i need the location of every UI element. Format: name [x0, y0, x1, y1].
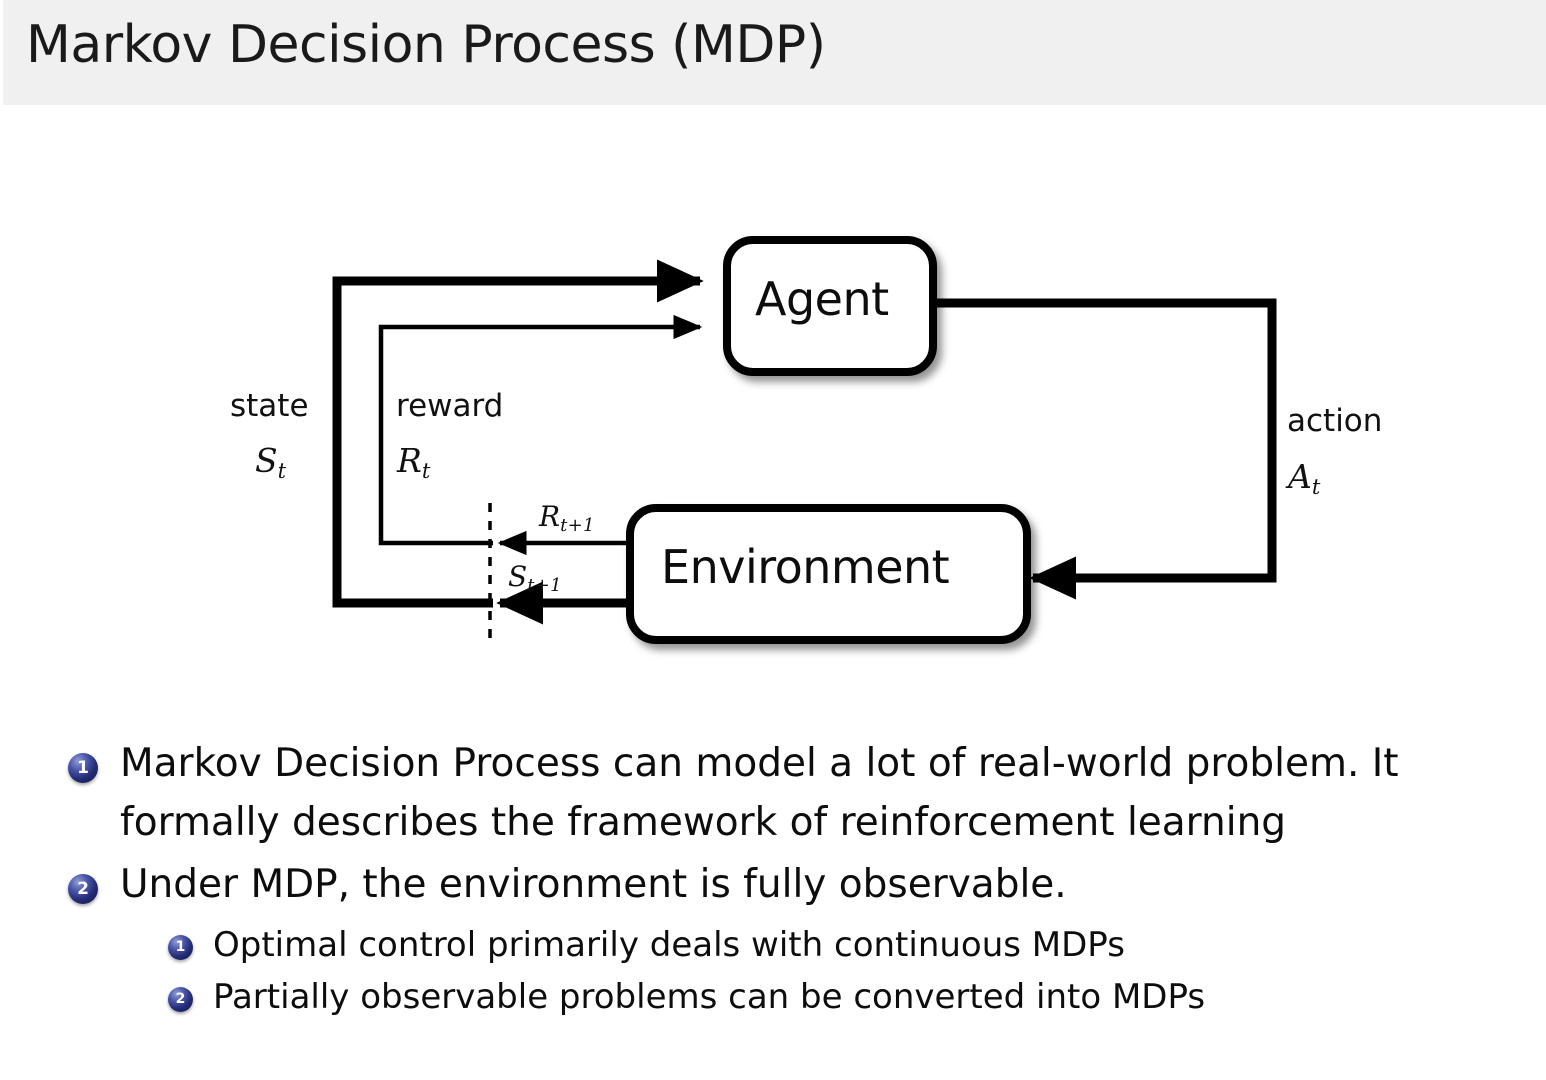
environment-box [626, 504, 1031, 644]
action-label-symbol: At [1288, 457, 1321, 499]
bullet-text-2: Under MDP, the environment is fully obse… [120, 862, 1067, 907]
sub-list-item: 2 Partially observable problems can be c… [168, 971, 1546, 1024]
slide-header-band [0, 0, 1546, 105]
list-item: 2 Under MDP, the environment is fully ob… [68, 856, 1546, 915]
action-path [933, 298, 1277, 600]
state-label-symbol: St [255, 441, 287, 483]
page-title: Markov Decision Process (MDP) [26, 15, 826, 75]
list-item: 1 Markov Decision Process can model a lo… [68, 735, 1546, 852]
state-feedback-path [332, 259, 704, 608]
bullet-list: 1 Markov Decision Process can model a lo… [0, 735, 1546, 1024]
mdp-diagram: Agent Environment state St reward Rt act… [0, 105, 1546, 685]
environment-box-label: Environment [661, 540, 950, 594]
sub-list-item: 1 Optimal control primarily deals with c… [168, 919, 1546, 972]
reward-label-word: reward [396, 388, 504, 424]
sub-bullet-marker-1: 1 [168, 934, 193, 960]
reward-feedback-path [378, 314, 703, 546]
agent-box-label: Agent [755, 272, 889, 326]
agent-box [723, 236, 937, 376]
mdp-diagram-svg [332, 236, 1277, 645]
state-label-word: state [230, 388, 309, 424]
sub-bullet-marker-2: 2 [168, 987, 193, 1013]
sub-bullet-text-1: Optimal control primarily deals with con… [213, 924, 1125, 965]
bullet-text-1: Markov Decision Process can model a lot … [120, 735, 1399, 852]
bullet-marker-1: 1 [68, 753, 98, 783]
bullet-text-1-line1: Markov Decision Process can model a lot … [120, 741, 1399, 786]
next-reward-label: Rt+1 [539, 500, 595, 537]
reward-label-symbol: Rt [397, 441, 431, 483]
action-label-word: action [1287, 403, 1383, 439]
bullet-text-1-line2: formally describes the framework of rein… [120, 799, 1287, 845]
bullet-marker-2: 2 [68, 874, 98, 904]
sub-bullet-text-2: Partially observable problems can be con… [213, 977, 1206, 1018]
next-state-label: St+1 [508, 560, 562, 597]
